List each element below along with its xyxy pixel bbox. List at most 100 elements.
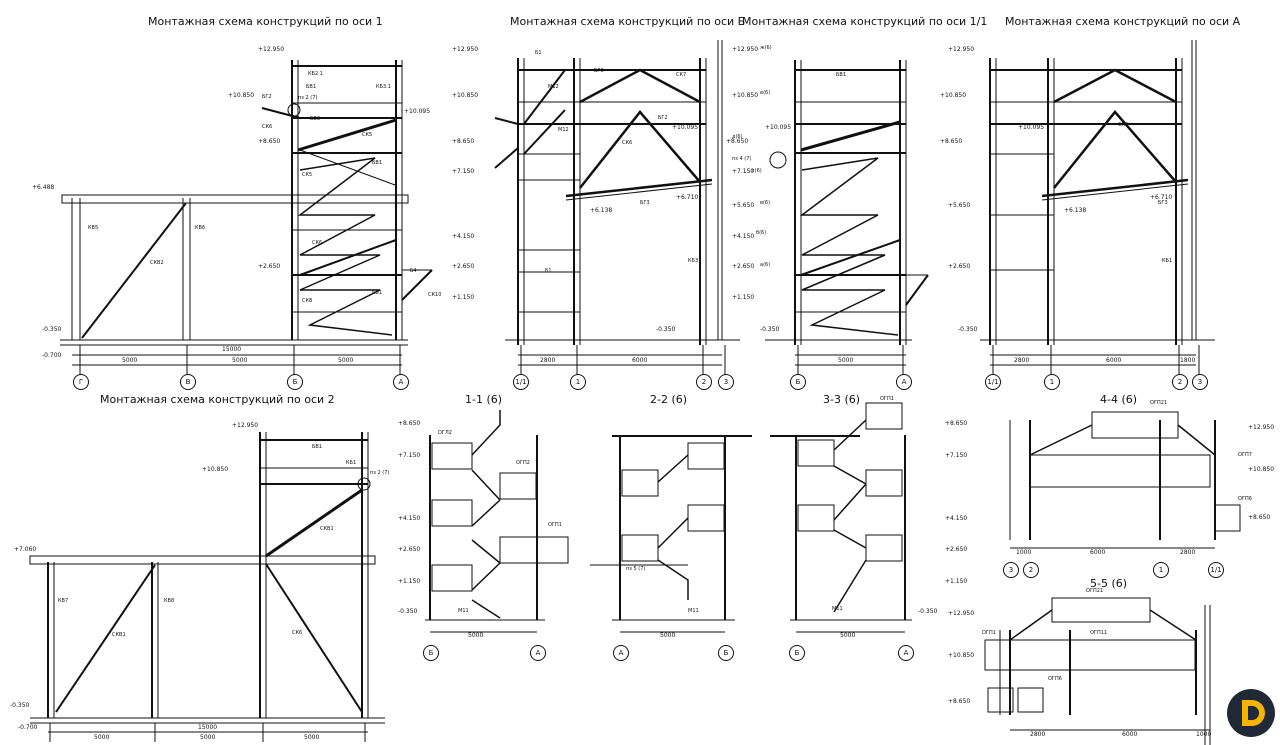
level-mark: +12.950 <box>258 46 285 53</box>
dimension-label: 5000 <box>660 632 676 639</box>
level-mark: +6.710 <box>676 194 699 201</box>
element-tag: СК5 <box>362 132 373 138</box>
axis-bubble: А <box>896 374 912 390</box>
axis-bubble: 1 <box>1153 562 1169 578</box>
level-mark: +10.095 <box>765 124 792 131</box>
title-axis-2: Монтажная схема конструкций по оси 2 <box>100 393 335 406</box>
element-tag: пз 5 (7) <box>626 566 646 572</box>
dimension-label: 5000 <box>200 734 216 741</box>
level-mark: +10.850 <box>228 92 255 99</box>
axis-bubble: 1/1 <box>1208 562 1224 578</box>
element-tag: М11 <box>688 608 699 614</box>
level-mark: +8.650 <box>1248 514 1271 521</box>
level-mark: +12.950 <box>948 610 975 617</box>
level-mark: -0.350 <box>656 326 676 333</box>
level-mark: -0.350 <box>760 326 780 333</box>
axis-bubble: Б <box>423 645 439 661</box>
view-axis-a <box>980 40 1215 378</box>
element-tag: СКВ1 <box>112 632 126 638</box>
element-tag: КВ7 <box>58 598 69 604</box>
level-mark: +2.650 <box>452 263 475 270</box>
dimension-label: 1000 <box>1016 549 1032 556</box>
level-mark: +10.850 <box>948 652 975 659</box>
title-section-2-2: 2-2 (6) <box>650 393 688 406</box>
element-tag: М12 <box>548 84 559 90</box>
element-tag: БГ3 <box>594 68 604 74</box>
axis-bubble: А <box>530 645 546 661</box>
element-tag: СК6 <box>622 140 633 146</box>
axis-bubble: 2 <box>1023 562 1039 578</box>
level-mark: +7.150 <box>945 452 968 459</box>
axis-bubble: 3 <box>718 374 734 390</box>
dimension-label: 5000 <box>840 632 856 639</box>
level-mark: +7.060 <box>14 546 37 553</box>
company-logo <box>1227 689 1275 737</box>
element-tag: в(6) <box>760 200 771 206</box>
element-tag: ОГП2 <box>516 460 530 466</box>
level-mark: +8.650 <box>726 138 749 145</box>
level-mark: +6.138 <box>1064 207 1087 214</box>
axis-bubble: Б <box>718 645 734 661</box>
level-mark: +10.095 <box>672 124 699 131</box>
element-tag: СК6 <box>262 124 273 130</box>
level-mark: -0.350 <box>398 608 418 615</box>
dimension-label: 6000 <box>1106 357 1122 364</box>
element-tag: КБ2.1 <box>308 71 323 77</box>
element-tag: БГ3 <box>640 200 650 206</box>
level-mark: +8.650 <box>258 138 281 145</box>
level-mark: +5.650 <box>732 202 755 209</box>
element-tag: СКВ1 <box>320 526 334 532</box>
level-mark: +2.650 <box>398 546 421 553</box>
level-mark: +12.950 <box>1248 424 1275 431</box>
element-tag: Б1 <box>535 50 542 56</box>
level-mark: -0.350 <box>918 608 938 615</box>
level-mark: +8.650 <box>452 138 475 145</box>
axis-bubble: 3 <box>1003 562 1019 578</box>
axis-bubble: А <box>898 645 914 661</box>
element-tag: КБ1 <box>1162 258 1173 264</box>
level-mark: +8.650 <box>948 698 971 705</box>
view-axis-b <box>494 40 740 378</box>
level-mark: +10.850 <box>940 92 967 99</box>
level-mark: +8.650 <box>940 138 963 145</box>
element-tag: ОГП1 <box>982 630 996 636</box>
element-tag: пз 2 (7) <box>370 470 390 476</box>
level-mark: +10.850 <box>732 92 759 99</box>
dimension-label: 2800 <box>540 357 556 364</box>
element-tag: Б1 <box>545 268 552 274</box>
dimension-label: 5000 <box>94 734 110 741</box>
level-mark: +4.150 <box>452 233 475 240</box>
dimension-label: 2800 <box>1180 549 1196 556</box>
level-mark: +10.095 <box>404 108 431 115</box>
dimension-label: 5000 <box>838 357 854 364</box>
element-tag: КБ3.1 <box>376 84 391 90</box>
dimension-label: 5000 <box>232 357 248 364</box>
section-1-1 <box>425 410 569 633</box>
element-tag: М11 <box>832 606 843 612</box>
level-mark: +6.710 <box>1150 194 1173 201</box>
element-tag: БВ1 <box>312 444 323 450</box>
axis-bubble: Г <box>73 374 89 390</box>
element-tag: пз 2 (7) <box>298 95 318 101</box>
level-mark: +12.950 <box>948 46 975 53</box>
level-mark: +8.650 <box>945 420 968 427</box>
axis-bubble: 3 <box>1192 374 1208 390</box>
element-tag: пз 4 (7) <box>732 156 752 162</box>
level-mark: +2.650 <box>258 263 281 270</box>
element-tag: д(6) <box>732 134 743 140</box>
level-mark: +10.095 <box>1018 124 1045 131</box>
level-mark: +4.150 <box>398 515 421 522</box>
element-tag: а(6) <box>760 262 771 268</box>
element-tag: БГ3 <box>1158 200 1168 206</box>
level-mark: +1.150 <box>398 578 421 585</box>
level-mark: -0.700 <box>18 724 38 731</box>
level-mark: +4.150 <box>732 233 755 240</box>
dimension-label: 15000 <box>222 346 242 353</box>
dimension-label: 2800 <box>1014 357 1030 364</box>
level-mark: +1.150 <box>452 294 475 301</box>
level-mark: +7.150 <box>452 168 475 175</box>
axis-bubble: 1 <box>1044 374 1060 390</box>
axis-bubble: 2 <box>1172 374 1188 390</box>
element-tag: ж(6) <box>760 45 772 51</box>
dimension-label: 2800 <box>1030 731 1046 738</box>
